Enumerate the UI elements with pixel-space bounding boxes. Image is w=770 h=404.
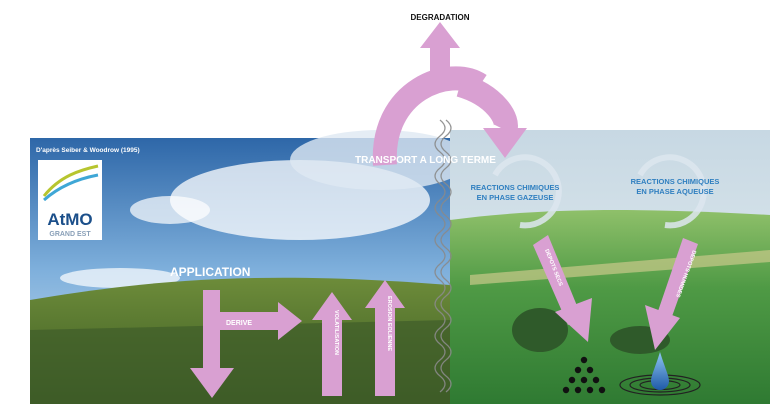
erosion-arrow bbox=[365, 280, 405, 396]
left-landscape-photo bbox=[30, 130, 470, 404]
transport-arc-arrow bbox=[372, 66, 527, 166]
degradation-arrow bbox=[420, 22, 460, 90]
aqueous-phase-label-line1: REACTIONS CHIMIQUES bbox=[631, 177, 720, 186]
wet-deposition-arrow bbox=[645, 238, 698, 350]
right-landscape-photo bbox=[450, 130, 770, 404]
gas-phase-label-line2: EN PHASE GAZEUSE bbox=[477, 193, 554, 202]
dry-deposition-arrow bbox=[533, 235, 592, 342]
volatilisation-arrow bbox=[312, 292, 352, 396]
wavy-divider bbox=[434, 119, 452, 393]
erosion-label: EROSION EOLIENNE bbox=[386, 296, 392, 351]
atmo-logo: AtMO GRAND EST bbox=[38, 160, 102, 240]
degradation-label: DEGRADATION bbox=[411, 13, 470, 22]
water-drop-icon bbox=[619, 352, 701, 396]
application-label: APPLICATION bbox=[170, 265, 250, 279]
gas-phase-cycle-icon bbox=[492, 154, 562, 229]
gas-phase-label-line1: REACTIONS CHIMIQUES bbox=[471, 183, 560, 192]
dry-deposit-particles bbox=[562, 356, 606, 394]
derive-label: DERIVE bbox=[226, 320, 252, 327]
logo-main-text: AtMO bbox=[47, 210, 92, 229]
logo-sub-text: GRAND EST bbox=[49, 231, 91, 238]
aqueous-phase-label-line2: EN PHASE AQUEUSE bbox=[636, 187, 713, 196]
volatilisation-label: VOLATILISATION bbox=[333, 310, 339, 355]
derive-arrow bbox=[220, 302, 302, 340]
source-citation: D'après Seiber & Woodrow (1995) bbox=[36, 147, 140, 154]
aqueous-phase-cycle-icon bbox=[637, 154, 707, 229]
application-arrow bbox=[190, 290, 234, 398]
transport-label: TRANSPORT A LONG TERME bbox=[355, 155, 496, 166]
